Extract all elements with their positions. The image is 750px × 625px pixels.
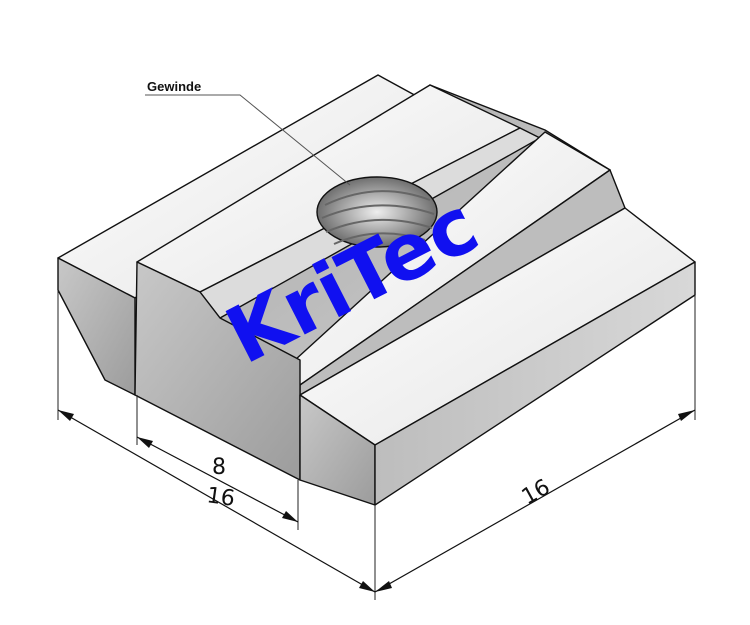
center-front-face bbox=[134, 261, 301, 481]
dim-line-8 bbox=[136, 436, 299, 523]
dim-line-depth-16 bbox=[374, 409, 696, 593]
gewinde-label: Gewinde bbox=[147, 79, 201, 94]
dim-label-depth-16: 16 bbox=[518, 475, 555, 510]
leader-line bbox=[145, 94, 351, 186]
dim-label-front-16: 16 bbox=[205, 483, 236, 512]
dim-line-front-16 bbox=[57, 409, 376, 593]
threaded-hole bbox=[316, 176, 438, 248]
left-rail-front bbox=[57, 257, 136, 396]
dim-label-8: 8 bbox=[212, 455, 226, 480]
